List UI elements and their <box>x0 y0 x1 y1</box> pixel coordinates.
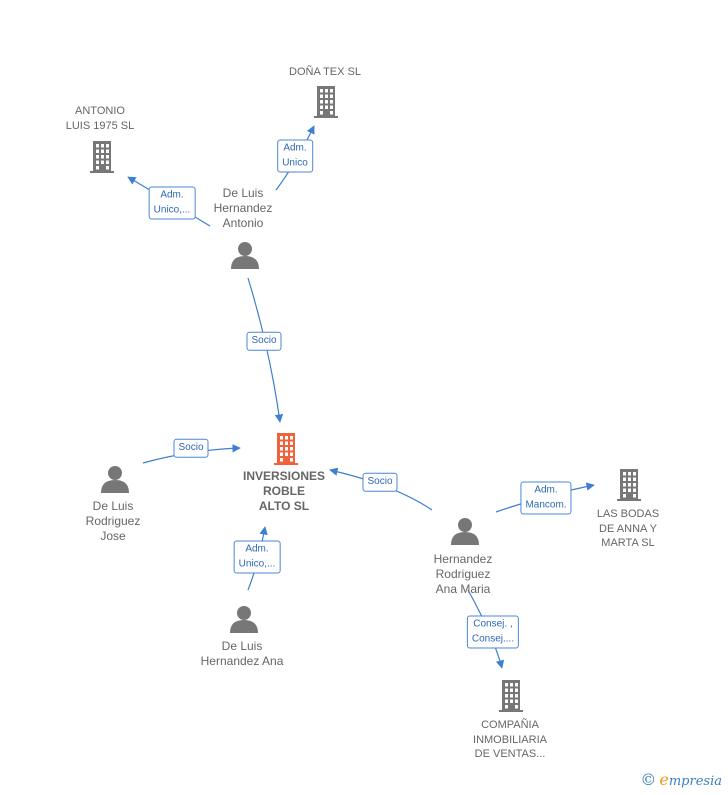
edge-label[interactable]: Adm. Unico <box>277 139 313 173</box>
building-icon[interactable] <box>274 433 298 465</box>
node-label-inversiones[interactable]: INVERSIONES ROBLE ALTO SL <box>242 469 326 513</box>
edge-label[interactable]: Consej. , Consej.... <box>466 615 520 649</box>
building-icon[interactable] <box>499 680 523 712</box>
person-icon[interactable] <box>451 518 479 545</box>
edge-label[interactable]: Socio <box>362 472 398 492</box>
node-label-las-bodas[interactable]: LAS BODAS DE ANNA Y MARTA SL <box>596 508 660 549</box>
node-label-de-luis-jose[interactable]: De Luis Rodriguez Jose <box>85 499 141 543</box>
edge-label[interactable]: Socio <box>246 331 282 351</box>
edge-label[interactable]: Socio <box>173 438 209 458</box>
building-icon[interactable] <box>314 86 338 118</box>
node-label-de-luis-antonio[interactable]: De Luis Hernandez Antonio <box>213 186 273 230</box>
edge-label[interactable]: Adm. Mancom. <box>520 481 572 515</box>
edge-label[interactable]: Adm. Unico,... <box>233 540 281 574</box>
brand-initial: e <box>659 770 669 789</box>
copyright-symbol: © <box>640 770 657 789</box>
watermark: ©empresia <box>640 770 722 789</box>
node-label-compania[interactable]: COMPAÑIA INMOBILIARIA DE VENTAS... <box>473 719 547 760</box>
person-icon[interactable] <box>101 466 129 493</box>
person-icon[interactable] <box>231 242 259 269</box>
edge-label[interactable]: Adm. Unico,... <box>148 186 196 220</box>
person-icon[interactable] <box>230 606 258 633</box>
brand-name: mpresia <box>668 774 722 789</box>
node-label-dona-tex[interactable]: DOÑA TEX SL <box>289 66 361 78</box>
building-icon[interactable] <box>617 469 641 501</box>
building-icon[interactable] <box>90 141 114 173</box>
node-label-hernandez-ana-maria[interactable]: Hernandez Rodriguez Ana Maria <box>433 552 493 596</box>
node-label-antonio-luis[interactable]: ANTONIO LUIS 1975 SL <box>65 105 135 132</box>
node-label-de-luis-ana[interactable]: De Luis Hernandez Ana <box>200 639 284 668</box>
